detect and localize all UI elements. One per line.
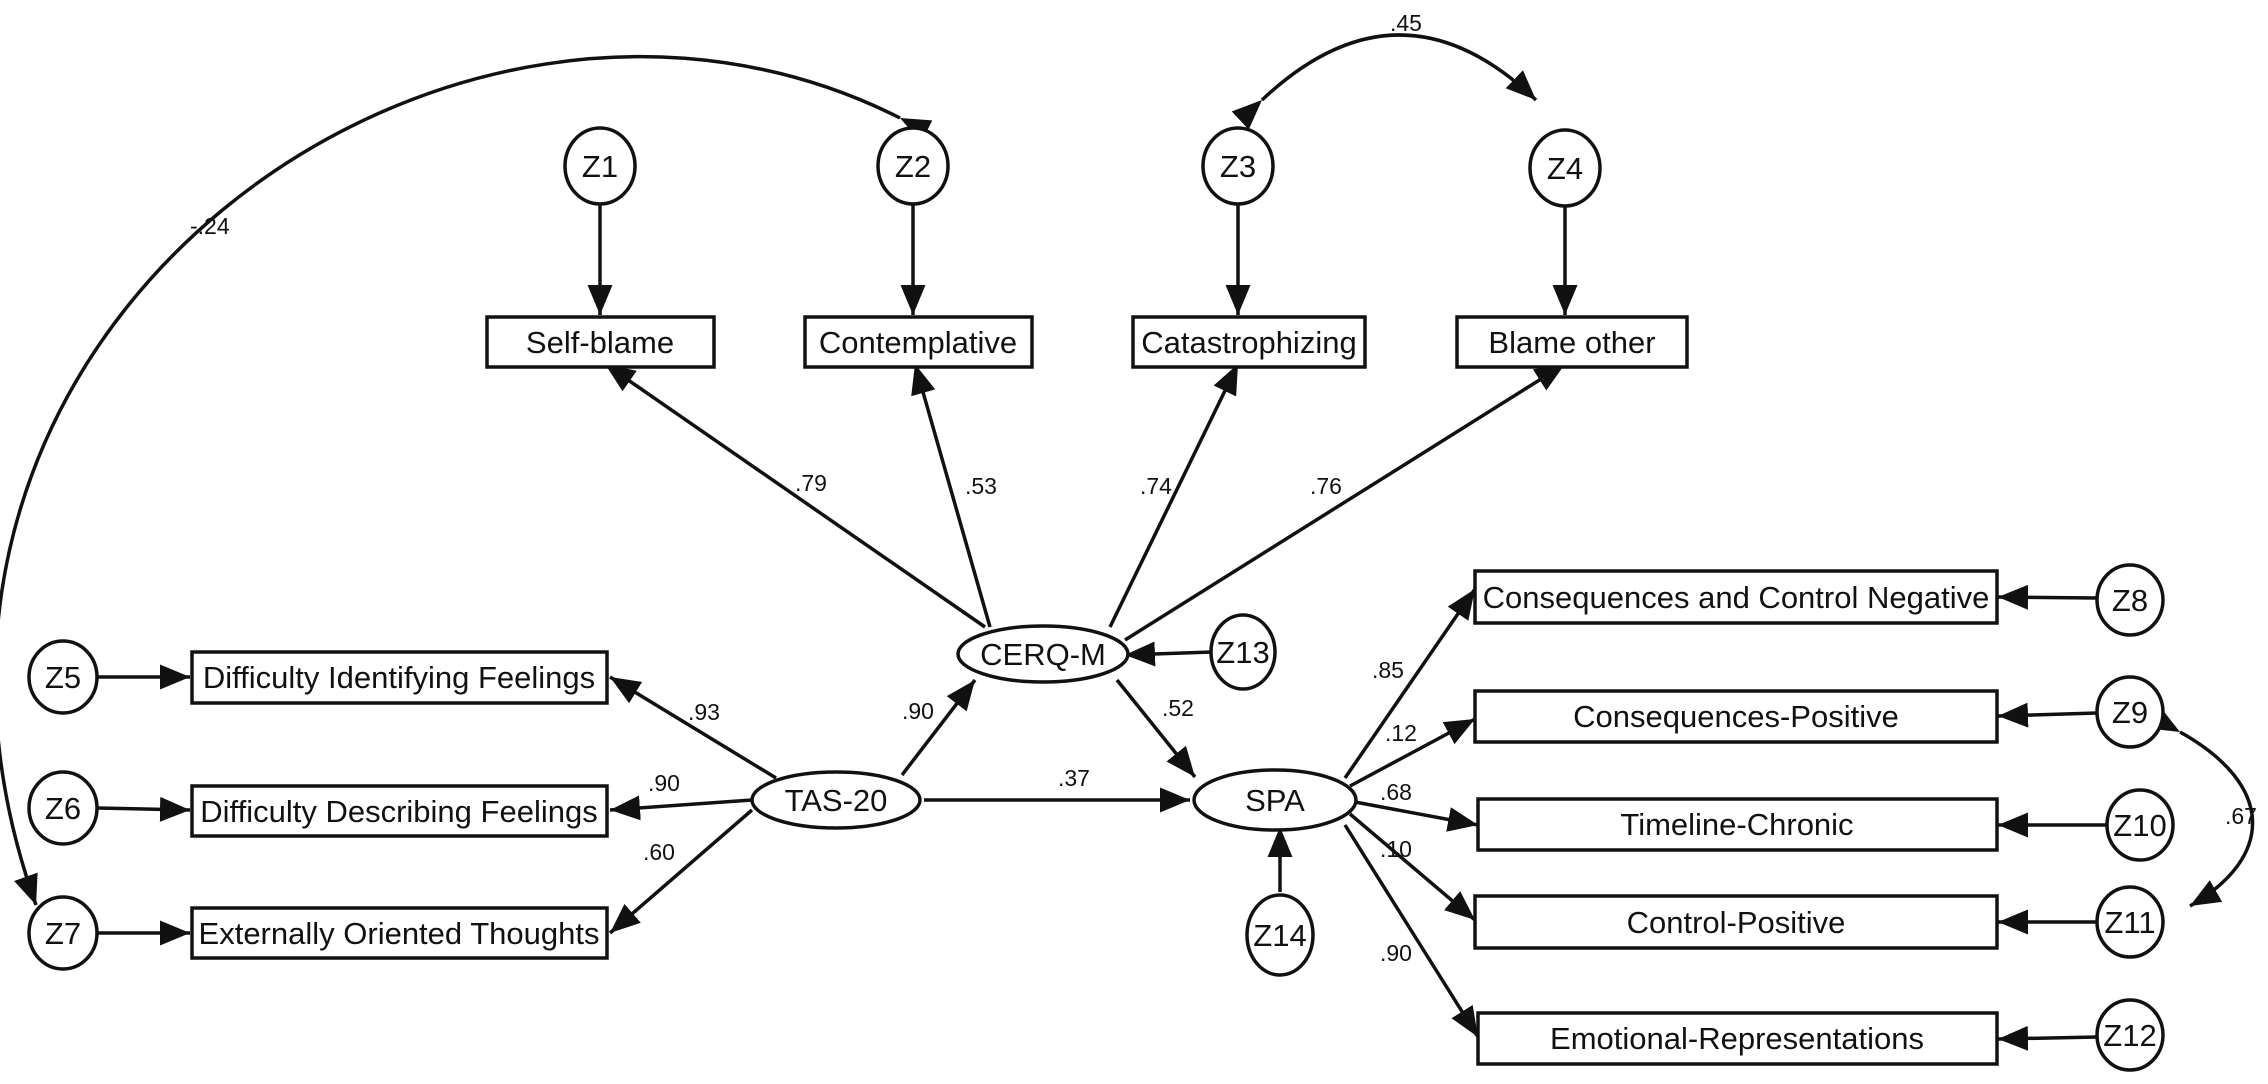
edge-cerq-catastrophizing <box>1108 363 1240 628</box>
error-node-z7: Z7 <box>27 895 99 971</box>
coef-tas-cerq: .90 <box>902 698 934 724</box>
z6-label: Z6 <box>45 791 81 826</box>
contemplative-label: Contemplative <box>819 325 1017 360</box>
coef-cerq-contemplative: .53 <box>965 473 997 499</box>
tas-20-label: TAS-20 <box>785 783 888 818</box>
error-node-z12: Z12 <box>2095 998 2165 1072</box>
z4-label: Z4 <box>1547 151 1583 186</box>
covariance-z2-z7 <box>0 54 933 906</box>
blame-other-label: Blame other <box>1488 325 1655 360</box>
error-node-z9: Z9 <box>2095 675 2165 749</box>
edge-z8-cons-control-neg <box>1997 584 2098 610</box>
coef-tas-diff-describing: .90 <box>648 770 680 796</box>
coef-tas-spa: .37 <box>1058 765 1090 791</box>
covariance-z9-z11 <box>2147 706 2255 908</box>
cons-positive-label: Consequences-Positive <box>1573 699 1899 734</box>
edge-z9-cons-positive <box>1997 702 2098 728</box>
edge-tas-diff-identifying <box>609 675 777 780</box>
edge-spa-cons-control-neg <box>1343 588 1477 779</box>
indicator-catastrophizing: Catastrophizing <box>1131 315 1367 369</box>
edge-spa-timeline-chronic <box>1354 800 1479 832</box>
indicator-emotional-representations: Emotional-Representations <box>1476 1011 1999 1066</box>
indicator-difficulty-identifying-feelings: Difficulty Identifying Feelings <box>190 650 609 705</box>
indicator-consequences-positive: Consequences-Positive <box>1473 689 1999 744</box>
indicator-consequences-control-negative: Consequences and Control Negative <box>1473 569 1999 625</box>
latent-node-spa: SPA <box>1192 768 1358 832</box>
z10-label: Z10 <box>2113 808 2166 843</box>
latent-node-cerq-m: CERQ-M <box>956 624 1130 684</box>
edge-cerq-spa <box>1115 678 1197 779</box>
z1-label: Z1 <box>582 149 618 184</box>
coef-z2-z7: -.24 <box>190 213 230 239</box>
z13-label: Z13 <box>1216 635 1269 670</box>
indicator-contemplative: Contemplative <box>803 315 1034 369</box>
error-node-z2: Z2 <box>876 126 950 206</box>
error-node-z8: Z8 <box>2095 563 2165 637</box>
z12-label: Z12 <box>2103 1018 2156 1053</box>
edge-tas-cerq <box>900 678 977 777</box>
coef-spa-control-positive: .10 <box>1380 836 1412 862</box>
edge-tas-externally-oriented <box>608 808 754 935</box>
error-node-z10: Z10 <box>2105 788 2175 862</box>
edge-spa-emotional-repr <box>1343 824 1480 1038</box>
error-node-z13: Z13 <box>1209 613 1277 691</box>
error-node-z3: Z3 <box>1201 126 1275 206</box>
coef-tas-externally-oriented: .60 <box>643 839 675 865</box>
z5-label: Z5 <box>45 660 81 695</box>
z14-label: Z14 <box>1253 918 1306 953</box>
covariance-z3-z4 <box>1231 33 1538 130</box>
emotional-repr-label: Emotional-Representations <box>1550 1021 1924 1056</box>
catastrophizing-label: Catastrophizing <box>1141 325 1356 360</box>
z3-label: Z3 <box>1220 149 1256 184</box>
coef-cerq-self-blame: .79 <box>795 470 827 496</box>
edge-cerq-blame-other <box>1124 362 1566 642</box>
edge-z6-diff-describing <box>96 796 191 822</box>
control-positive-label: Control-Positive <box>1627 905 1846 940</box>
coef-spa-emotional-repr: .90 <box>1380 940 1412 966</box>
diff-describing-label: Difficulty Describing Feelings <box>200 794 597 829</box>
edge-z12-emotional-repr <box>1997 1025 2098 1051</box>
timeline-chronic-label: Timeline-Chronic <box>1620 807 1853 842</box>
error-node-z5: Z5 <box>27 639 99 715</box>
indicator-difficulty-describing-feelings: Difficulty Describing Feelings <box>190 784 609 838</box>
edge-tas-diff-describing <box>609 795 753 821</box>
indicator-blame-other: Blame other <box>1455 315 1689 369</box>
cons-control-neg-label: Consequences and Control Negative <box>1483 580 1990 615</box>
coef-cerq-catastrophizing: .74 <box>1140 473 1172 499</box>
indicator-control-positive: Control-Positive <box>1473 894 1999 950</box>
z11-label: Z11 <box>2104 905 2155 940</box>
coef-spa-cons-positive: .12 <box>1385 720 1417 746</box>
indicator-self-blame: Self-blame <box>485 315 716 369</box>
error-node-z6: Z6 <box>27 770 99 846</box>
self-blame-label: Self-blame <box>526 325 674 360</box>
z2-label: Z2 <box>895 149 931 184</box>
indicator-externally-oriented-thoughts: Externally Oriented Thoughts <box>190 906 609 960</box>
coef-z9-z11: .67 <box>2225 803 2257 829</box>
coef-cerq-spa: .52 <box>1162 695 1194 721</box>
spa-label: SPA <box>1245 783 1305 818</box>
z9-label: Z9 <box>2112 695 2148 730</box>
externally-oriented-label: Externally Oriented Thoughts <box>199 916 600 951</box>
indicator-timeline-chronic: Timeline-Chronic <box>1476 797 1999 852</box>
latent-node-tas-20: TAS-20 <box>750 770 922 830</box>
edge-z13-cerq <box>1124 641 1213 667</box>
cerq-m-label: CERQ-M <box>980 637 1106 672</box>
error-node-z4: Z4 <box>1528 128 1602 208</box>
coef-spa-cons-control-neg: .85 <box>1372 657 1404 683</box>
error-node-z1: Z1 <box>563 126 637 206</box>
z7-label: Z7 <box>45 916 81 951</box>
edge-spa-control-positive <box>1348 812 1477 922</box>
error-node-z11: Z11 <box>2095 885 2165 959</box>
error-node-z14: Z14 <box>1245 893 1315 977</box>
coef-cerq-blame-other: .76 <box>1310 473 1342 499</box>
edge-spa-cons-positive <box>1349 717 1476 788</box>
diff-identifying-label: Difficulty Identifying Feelings <box>203 660 595 695</box>
z8-label: Z8 <box>2112 583 2148 618</box>
coef-z3-z4: .45 <box>1390 10 1422 36</box>
coef-spa-timeline-chronic: .68 <box>1380 779 1412 805</box>
coef-tas-diff-identifying: .93 <box>688 699 720 725</box>
